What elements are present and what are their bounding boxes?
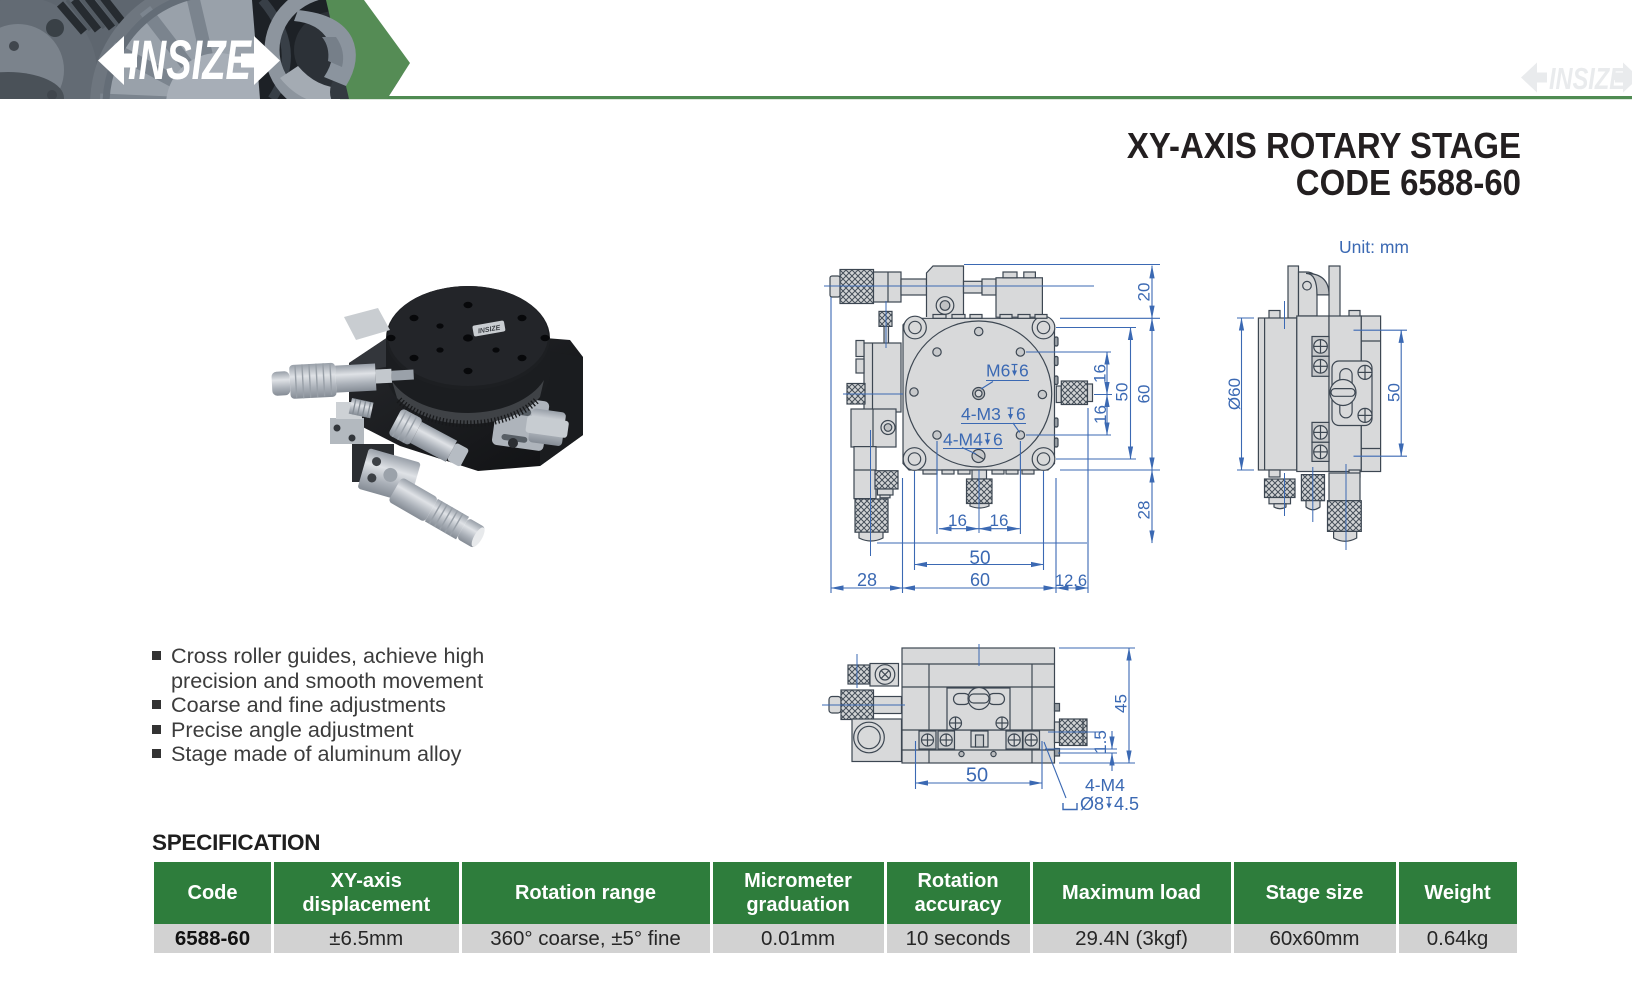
svg-text:50: 50	[969, 548, 990, 569]
svg-text:16: 16	[990, 511, 1009, 530]
svg-text:6: 6	[1019, 361, 1029, 381]
svg-text:Ø60: Ø60	[1225, 378, 1244, 410]
svg-text:16: 16	[1091, 364, 1110, 383]
svg-text:Ø8: Ø8	[1080, 794, 1104, 814]
svg-text:60: 60	[970, 570, 990, 590]
svg-text:INSIZE: INSIZE	[1549, 61, 1626, 96]
svg-text:INSIZE: INSIZE	[477, 325, 501, 336]
svg-text:45: 45	[1112, 694, 1131, 713]
svg-text:12.6: 12.6	[1055, 572, 1087, 590]
svg-text:4-M3: 4-M3	[961, 404, 1001, 424]
svg-text:20: 20	[1135, 283, 1154, 302]
svg-text:16: 16	[948, 511, 967, 530]
svg-text:4-M4: 4-M4	[943, 430, 983, 450]
svg-text:M6: M6	[986, 361, 1010, 381]
svg-text:1.5: 1.5	[1091, 730, 1110, 754]
svg-text:50: 50	[1385, 383, 1404, 402]
svg-text:16: 16	[1091, 405, 1110, 424]
svg-text:60: 60	[1135, 385, 1154, 404]
svg-text:6: 6	[1016, 404, 1026, 424]
svg-text:4-M4: 4-M4	[1085, 775, 1125, 795]
svg-text:INSIZE: INSIZE	[128, 28, 252, 91]
svg-text:28: 28	[1135, 501, 1154, 520]
svg-text:6: 6	[993, 430, 1003, 450]
svg-text:50: 50	[1113, 383, 1132, 402]
svg-text:50: 50	[966, 765, 988, 787]
svg-text:4.5: 4.5	[1114, 794, 1139, 814]
svg-text:28: 28	[857, 570, 877, 590]
